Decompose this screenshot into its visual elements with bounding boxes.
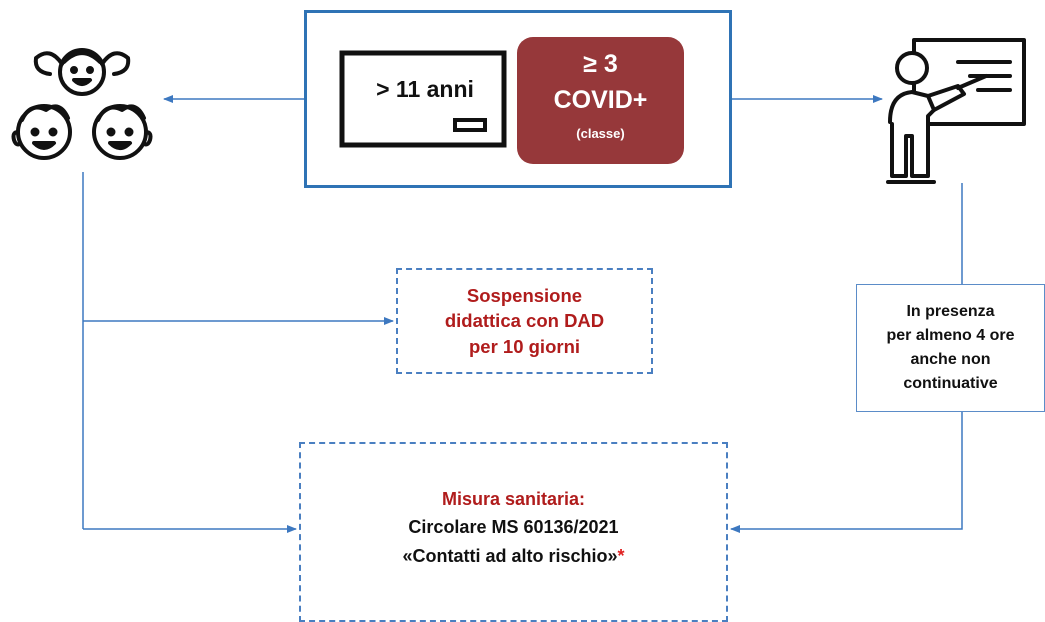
health-measure-contacts-line: «Contatti ad alto rischio»* — [299, 542, 728, 570]
covid-scope: (classe) — [576, 126, 625, 141]
covid-threshold: ≥ 3 — [583, 50, 618, 78]
teacher-at-board-icon — [886, 38, 1026, 184]
dad-line-1: Sospensione — [466, 284, 583, 306]
health-measure-title: Misura sanitaria: — [441, 489, 586, 509]
dad-suspension-box: Sospensione didattica con DAD per 10 gio… — [396, 268, 653, 374]
presenza-line-2: per almeno 4 ore — [886, 327, 1015, 344]
children-faces-icon — [11, 48, 153, 160]
covid-count-badge: ≥ 3 COVID+ (classe) — [517, 37, 684, 164]
footnote-asterisk: * — [617, 545, 625, 566]
presenza-line-4: continuative — [903, 375, 998, 392]
health-measure-circular: Circolare MS 60136/2021 — [408, 517, 619, 538]
in-presence-box: In presenza per almeno 4 ore anche non c… — [856, 284, 1045, 412]
presenza-line-3: anche non — [910, 351, 991, 368]
arrow-presenza-to-misura — [730, 412, 963, 533]
covid-label: COVID+ — [553, 86, 648, 114]
presenza-line-1: In presenza — [906, 303, 995, 320]
blackboard-icon — [339, 50, 507, 148]
dad-line-3: per 10 giorni — [468, 335, 581, 357]
health-measure-text: Misura sanitaria: Circolare MS 60136/202… — [299, 485, 728, 570]
dad-line-2: didattica con DAD — [444, 310, 605, 332]
health-measure-contacts: «Contatti ad alto rischio» — [402, 545, 618, 566]
age-label: > 11 anni — [376, 76, 474, 102]
